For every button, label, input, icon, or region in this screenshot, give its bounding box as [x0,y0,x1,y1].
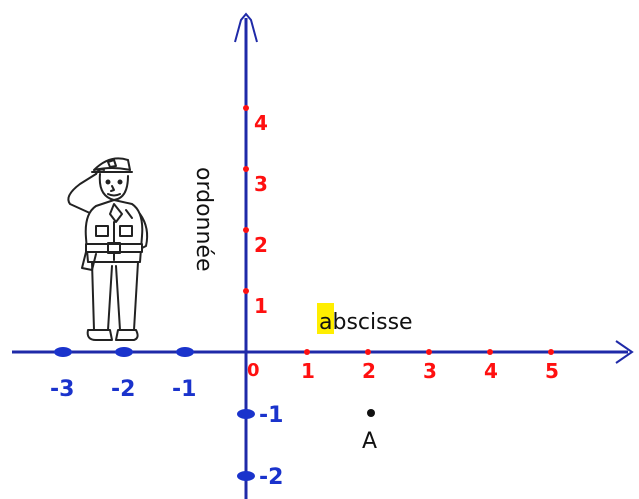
x-neg-tick-marker [115,347,133,357]
x-tick-label: 5 [545,359,559,383]
x-tick-marker [304,349,310,355]
x-neg-tick-marker [54,347,72,357]
y-tick-marker [243,227,249,233]
y-tick-marker [243,105,249,111]
y-tick-label: 4 [254,111,268,135]
y-neg-tick-label: -1 [259,403,283,428]
x-tick-label: 2 [362,359,376,383]
x-tick-marker [548,349,554,355]
point-a-marker [367,409,375,417]
point-a-label: A [362,429,377,454]
y-tick-marker [243,166,249,172]
x-neg-tick-label: -2 [111,377,135,402]
police-officer-illustration [67,157,149,341]
x-tick-label: 1 [301,359,315,383]
x-tick-label: 4 [484,359,498,383]
x-tick-marker [365,349,371,355]
x-tick-label: 3 [423,359,437,383]
abscisse-label: abscisse [319,310,413,335]
y-tick-label: 3 [254,172,268,196]
tick-marks-layer: 1 2 3 4 5 -1 -2 -3 1 2 3 4 -1 -2 [50,105,559,490]
y-neg-tick-marker [237,471,255,481]
origin-label: 0 [247,360,260,381]
x-neg-tick-label: -1 [172,377,196,402]
x-tick-marker [426,349,432,355]
ordonnee-label: ordonnée [191,167,216,272]
abscisse-rest: bscisse [332,310,412,335]
y-tick-label: 1 [254,294,268,318]
y-tick-label: 2 [254,233,268,257]
y-axis-arrow [234,12,258,43]
x-tick-marker [487,349,493,355]
abscisse-highlight [317,303,334,334]
x-axis-arrow [615,340,634,364]
x-neg-tick-label: -3 [50,377,74,402]
x-neg-tick-marker [176,347,194,357]
y-neg-tick-label: -2 [259,465,283,490]
y-tick-marker [243,288,249,294]
y-neg-tick-marker [237,409,255,419]
abscisse-first-letter: a [319,310,332,335]
